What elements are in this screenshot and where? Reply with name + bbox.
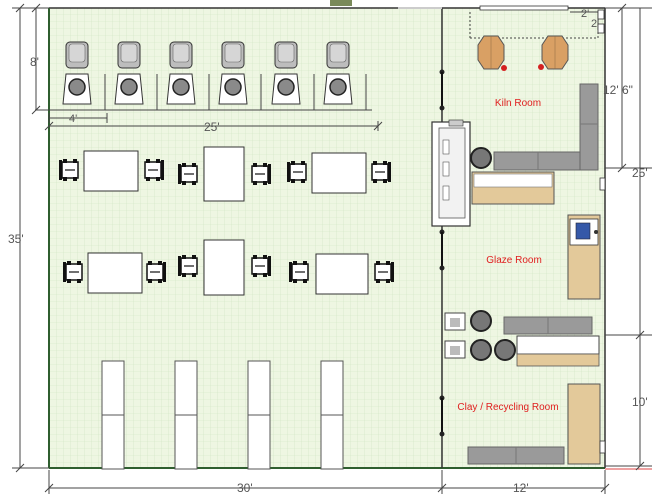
wheel-head (172, 78, 190, 96)
bench (101, 360, 125, 470)
dimension-lines (12, 3, 652, 494)
shelf-unit (431, 119, 471, 227)
dim-right-width: 12' (513, 481, 529, 495)
bucket (470, 310, 492, 332)
clay-room (444, 310, 606, 465)
studio-tables (59, 146, 394, 296)
table (311, 152, 367, 194)
room-labels: Kiln Room Glaze Room Clay / Recycling Ro… (457, 98, 558, 413)
wood-shelf (567, 383, 601, 465)
wheel-head (68, 78, 86, 96)
pottery-wheels (35, 41, 372, 111)
wheel-head (224, 78, 242, 96)
dim-wheel-row-width: 25' (204, 120, 220, 134)
chair (63, 261, 83, 283)
chair (371, 161, 391, 183)
table (87, 252, 143, 294)
table (516, 335, 600, 367)
chair (178, 163, 198, 185)
pug-mill (444, 340, 466, 359)
outlet (599, 177, 606, 191)
wheel-head (120, 78, 138, 96)
dim-corner-a: 2' (581, 8, 589, 20)
chair (374, 261, 394, 283)
chair (287, 161, 307, 183)
dim-main-width: 30' (237, 481, 253, 495)
chair (289, 261, 309, 283)
chair (144, 159, 164, 181)
chair (251, 163, 271, 185)
counter-l-shape (493, 83, 599, 171)
bench (247, 360, 271, 470)
chair (251, 255, 271, 277)
pottery-wheel-station (62, 41, 106, 110)
bucket (494, 339, 516, 361)
glaze-room-label: Glaze Room (486, 255, 542, 266)
chair (59, 159, 79, 181)
wheel-head (329, 78, 347, 96)
dim-corner-b: 2' (591, 18, 599, 30)
table (83, 150, 139, 192)
bucket (470, 339, 492, 361)
pottery-wheel-station (271, 41, 315, 110)
wood-bench (471, 171, 555, 205)
table (203, 146, 245, 202)
interior-doors (439, 69, 445, 437)
chair (178, 255, 198, 277)
outlet (599, 440, 606, 454)
bucket (470, 147, 492, 169)
dim-right-lower: 10' (632, 395, 648, 409)
pottery-wheel-station (323, 41, 367, 110)
kiln-room (431, 35, 606, 227)
counter (467, 446, 565, 465)
dim-right-upper: 25' (632, 166, 648, 180)
glaze-room (567, 214, 601, 300)
chair (146, 261, 166, 283)
dim-left-height: 35' (8, 232, 24, 246)
pottery-wheel-station (114, 41, 158, 110)
bench (174, 360, 198, 470)
pug-mill (444, 312, 466, 331)
pottery-wheel-station (166, 41, 210, 110)
dim-wheel-depth: 8' (30, 55, 39, 69)
door-kiln-room (439, 69, 445, 111)
exterior-fixture (330, 0, 352, 6)
window (479, 5, 569, 11)
pottery-wheel-station (218, 41, 262, 110)
clay-room-label: Clay / Recycling Room (457, 402, 558, 413)
kiln-room-label: Kiln Room (495, 98, 541, 109)
wheel-head (277, 78, 295, 96)
table (315, 253, 369, 295)
work-benches (101, 360, 344, 470)
door-clay-room (439, 395, 445, 437)
dim-kiln-depth: 12' 6" (603, 83, 633, 97)
bench (320, 360, 344, 470)
dimension-labels: 35' 8' 4' 25' 30' 12' 12' 6" 25' 10' 2' … (8, 8, 648, 495)
dim-wheel-spacing: 4' (69, 113, 77, 125)
door-glaze-room (439, 229, 445, 271)
kiln (477, 35, 507, 71)
table (203, 239, 245, 296)
kiln (538, 35, 569, 70)
counter (503, 316, 593, 335)
sink-station (567, 214, 601, 300)
